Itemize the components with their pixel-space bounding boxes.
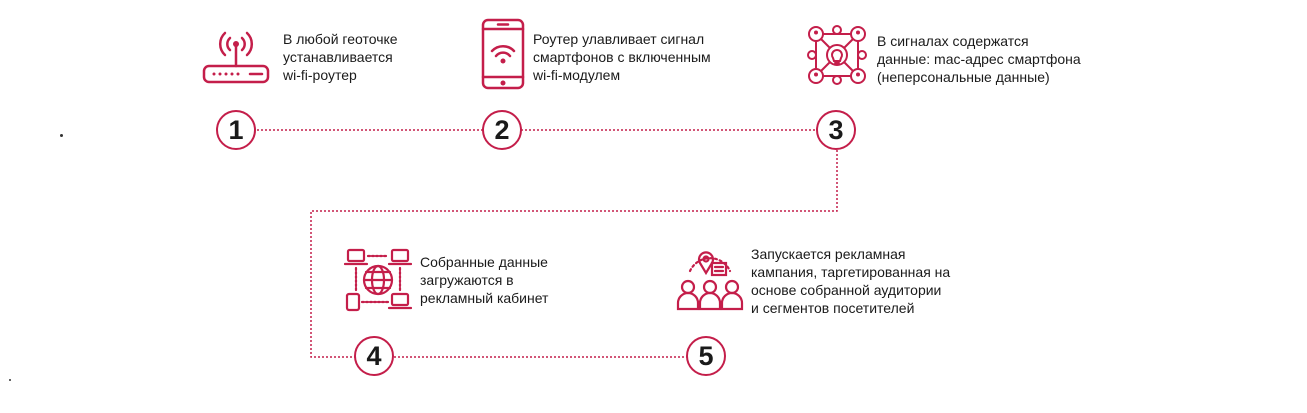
decorative-dot xyxy=(60,134,63,137)
step-2-number: 2 xyxy=(482,110,522,150)
targeted-audience-icon xyxy=(676,251,744,311)
decorative-dot xyxy=(9,379,11,381)
devices-globe-icon xyxy=(344,248,412,312)
step-3-description: В сигналах содержатся данные: mac-адрес … xyxy=(877,33,1081,85)
wifi-router-icon xyxy=(202,31,270,84)
step-5-number: 5 xyxy=(686,336,726,376)
step-5-description: Запускается рекламная кампания, таргетир… xyxy=(751,246,951,316)
step-4-description: Собранные данные загружаются в рекламный… xyxy=(420,254,549,306)
step-2-description: Роутер улавливает сигнал смартфонов с вк… xyxy=(533,31,711,83)
step-1-description: В любой геоточке устанавливается wi-fi-р… xyxy=(283,31,398,83)
step-3-number: 3 xyxy=(816,110,856,150)
step-1-number: 1 xyxy=(216,110,256,150)
step-4-number: 4 xyxy=(354,336,394,376)
smartphone-wifi-icon xyxy=(481,18,525,90)
network-people-icon xyxy=(807,25,867,85)
